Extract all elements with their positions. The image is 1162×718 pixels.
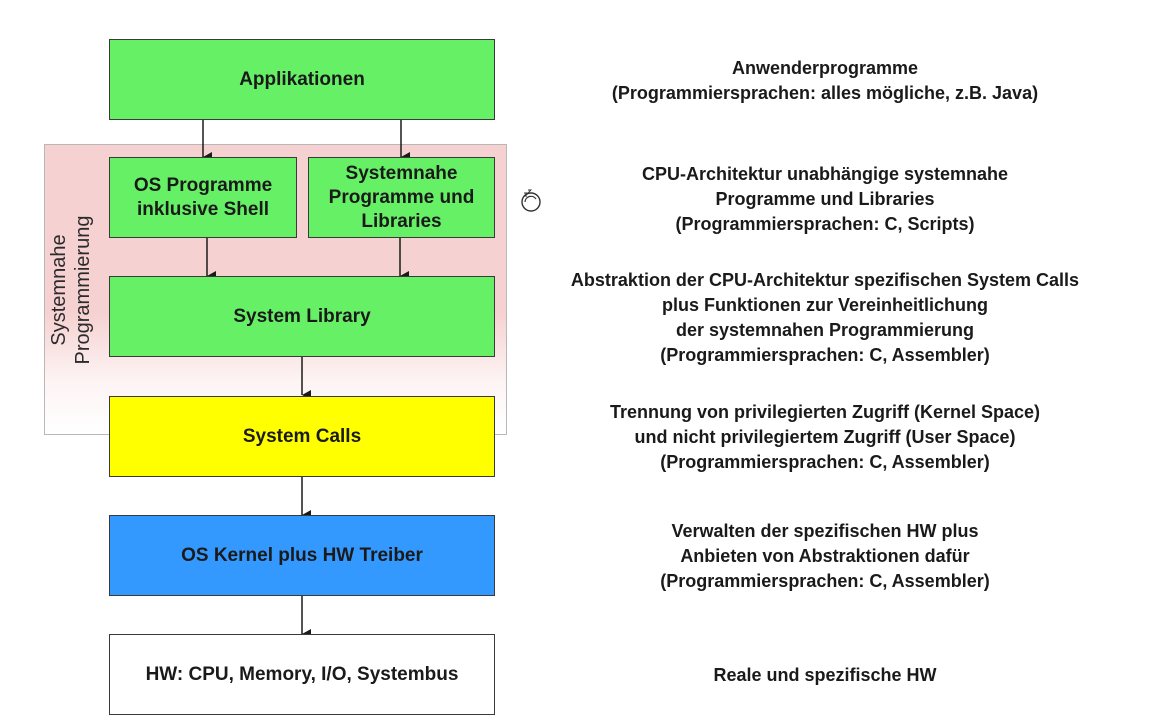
description-line: und nicht privilegiertem Zugriff (User S…	[634, 427, 1016, 447]
os-programme-label-line2: inklusive Shell	[137, 198, 269, 220]
description-line: (Programmiersprachen: alles mögliche, z.…	[611, 83, 1039, 103]
applikationen-box: Applikationen	[109, 39, 495, 120]
description-applikationen: Anwenderprogramme (Programmiersprachen: …	[520, 56, 1130, 106]
description-line: Anbieten von Abstraktionen dafür	[680, 546, 970, 566]
systemnahe-programme-label-line2: Programme und	[328, 186, 475, 208]
os-programme-box: OS Programme inklusive Shell	[109, 157, 297, 238]
busy-cursor-icon	[521, 189, 541, 212]
description-systemnahe-programme: CPU-Architektur unabhängige systemnahe P…	[520, 162, 1130, 237]
region-label-line2: Programmierung	[72, 215, 94, 365]
region-label-line1: Systemnahe	[48, 234, 70, 346]
systemnahe-programme-label-line3: Libraries	[361, 210, 442, 232]
description-hardware: Reale und spezifische HW	[520, 663, 1130, 688]
description-line: Abstraktion der CPU-Architektur spezifis…	[570, 270, 1080, 290]
description-os-kernel: Verwalten der spezifischen HW plus Anbie…	[520, 519, 1130, 594]
description-line: (Programmiersprachen: C, Scripts)	[675, 214, 975, 234]
systemnahe-programme-label-line1: Systemnahe	[345, 162, 458, 184]
os-kernel-box: OS Kernel plus HW Treiber	[109, 515, 495, 596]
applikationen-label: Applikationen	[239, 68, 365, 90]
description-line: Programme und Libraries	[715, 189, 935, 209]
description-system-library: Abstraktion der CPU-Architektur spezifis…	[520, 268, 1130, 368]
system-library-box: System Library	[109, 276, 495, 357]
description-line: plus Funktionen zur Vereinheitlichung	[661, 295, 989, 315]
description-system-calls: Trennung von privilegierten Zugriff (Ker…	[520, 400, 1130, 475]
description-line: Trennung von privilegierten Zugriff (Ker…	[609, 402, 1041, 422]
system-library-label: System Library	[233, 305, 371, 327]
description-line: Reale und spezifische HW	[713, 665, 937, 685]
description-line: der systemnahen Programmierung	[675, 320, 975, 340]
system-calls-box: System Calls	[109, 396, 495, 477]
systemnahe-programme-box: Systemnahe Programme und Libraries	[308, 157, 495, 238]
os-kernel-label: OS Kernel plus HW Treiber	[181, 544, 423, 566]
description-line: (Programmiersprachen: C, Assembler)	[660, 452, 990, 472]
description-line: (Programmiersprachen: C, Assembler)	[660, 345, 990, 365]
system-calls-label: System Calls	[242, 425, 362, 447]
description-line: CPU-Architektur unabhängige systemnahe	[641, 164, 1009, 184]
description-line: Verwalten der spezifischen HW plus	[671, 521, 979, 541]
os-programme-label-line1: OS Programme	[133, 174, 273, 196]
description-line: Anwenderprogramme	[731, 58, 919, 78]
description-line: (Programmiersprachen: C, Assembler)	[660, 571, 990, 591]
hardware-label: HW: CPU, Memory, I/O, Systembus	[145, 663, 459, 685]
hardware-box: HW: CPU, Memory, I/O, Systembus	[109, 634, 495, 715]
